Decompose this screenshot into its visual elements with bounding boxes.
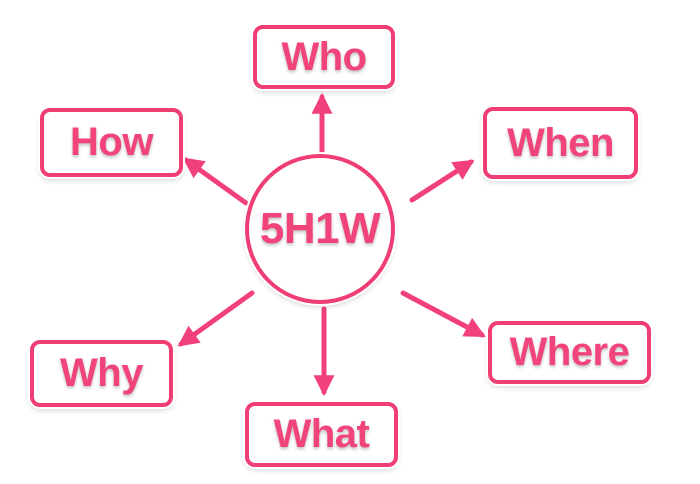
node-why-label: Why: [60, 351, 143, 395]
arrow-to-where: [400, 290, 486, 338]
node-when: When: [483, 107, 638, 179]
node-what-label: What: [273, 412, 370, 456]
node-who: Who: [253, 25, 395, 89]
node-where-label: Where: [509, 330, 630, 374]
node-when-label: When: [507, 120, 614, 165]
node-why: Why: [30, 340, 173, 407]
arrow-to-why: [177, 290, 255, 347]
node-what: What: [245, 402, 398, 467]
arrow-to-how: [182, 157, 249, 206]
node-how-label: How: [70, 120, 153, 164]
center-node: 5H1W: [245, 154, 395, 304]
node-who-label: Who: [281, 34, 367, 79]
center-node-label: 5H1W: [259, 204, 381, 253]
arrow-to-when: [409, 159, 475, 203]
node-how: How: [40, 108, 183, 177]
node-where: Where: [488, 321, 651, 384]
